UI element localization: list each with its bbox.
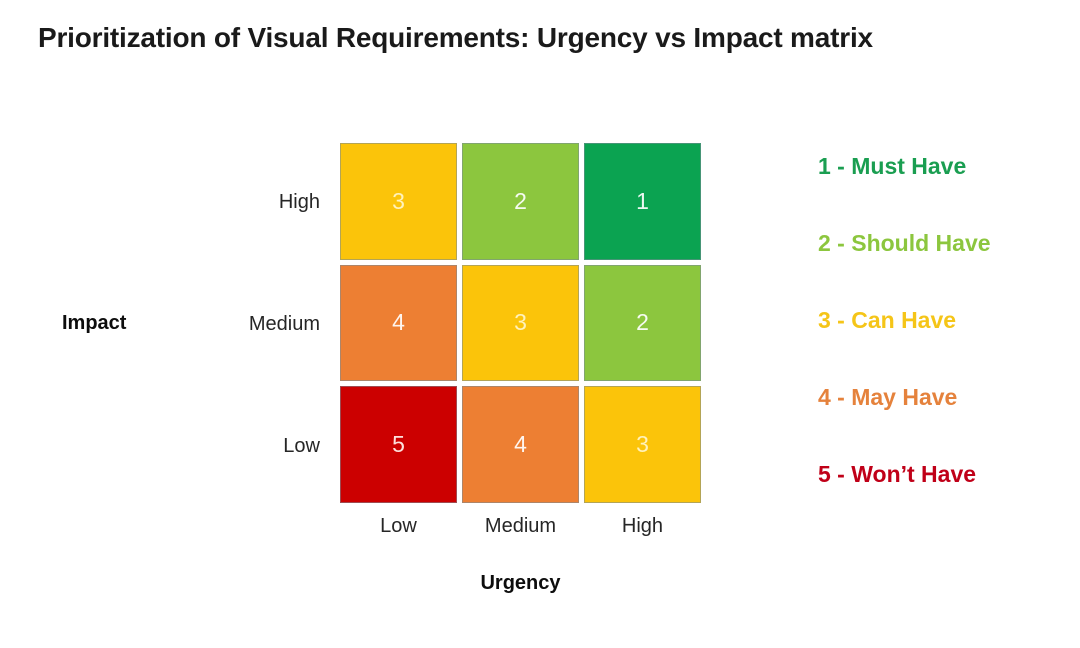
matrix-cell-low-medium[interactable]: 4	[462, 386, 579, 503]
y-tick-low: Low	[283, 435, 320, 457]
matrix-cell-value: 4	[514, 431, 527, 458]
page-title: Prioritization of Visual Requirements: U…	[38, 22, 873, 53]
legend-item-wont-have: 5 - Won’t Have	[818, 461, 977, 487]
matrix-cell-high-high[interactable]: 1	[584, 143, 701, 260]
y-tick-medium: Medium	[248, 313, 320, 335]
x-axis-tick-labels: Low Medium High	[340, 515, 701, 545]
legend-item-should-have: 2 - Should Have	[818, 230, 991, 256]
matrix-cell-low-high[interactable]: 3	[584, 386, 701, 503]
matrix-cell-medium-medium[interactable]: 3	[462, 264, 579, 382]
matrix-cell-high-low[interactable]: 3	[340, 143, 457, 260]
y-axis-tick-labels: High Medium Low	[180, 143, 320, 503]
x-tick-low: Low	[380, 515, 417, 537]
matrix-cell-value: 3	[636, 431, 649, 458]
x-axis-title: Urgency	[480, 572, 561, 594]
x-tick-high: High	[621, 515, 664, 537]
matrix-grid: 3 2 1 4 3 2 5 4 3	[340, 143, 701, 503]
matrix-cell-value: 2	[636, 309, 649, 336]
matrix-cell-value: 3	[514, 309, 527, 336]
legend-item-must-have: 1 - Must Have	[818, 153, 967, 179]
legend-item-may-have: 4 - May Have	[818, 384, 958, 410]
y-tick-high: High	[278, 191, 320, 213]
y-axis-title: Impact	[62, 312, 127, 334]
matrix-cell-value: 2	[514, 187, 527, 214]
priority-legend: 1 - Must Have 2 - Should Have 3 - Can Ha…	[818, 155, 1068, 540]
matrix-cell-value: 5	[392, 431, 405, 458]
urgency-impact-matrix: Impact High Medium Low 3 2 1 4 3 2 5 4	[62, 143, 701, 594]
matrix-cell-high-medium[interactable]: 2	[462, 143, 579, 260]
matrix-cell-value: 3	[392, 187, 405, 214]
matrix-cell-medium-low[interactable]: 4	[340, 264, 457, 382]
legend-item-can-have: 3 - Can Have	[818, 307, 957, 333]
matrix-cell-low-low[interactable]: 5	[340, 386, 457, 503]
matrix-cell-medium-high[interactable]: 2	[584, 264, 701, 382]
matrix-cell-value: 4	[392, 309, 405, 336]
matrix-cell-value: 1	[636, 187, 649, 214]
x-tick-medium: Medium	[484, 515, 557, 537]
